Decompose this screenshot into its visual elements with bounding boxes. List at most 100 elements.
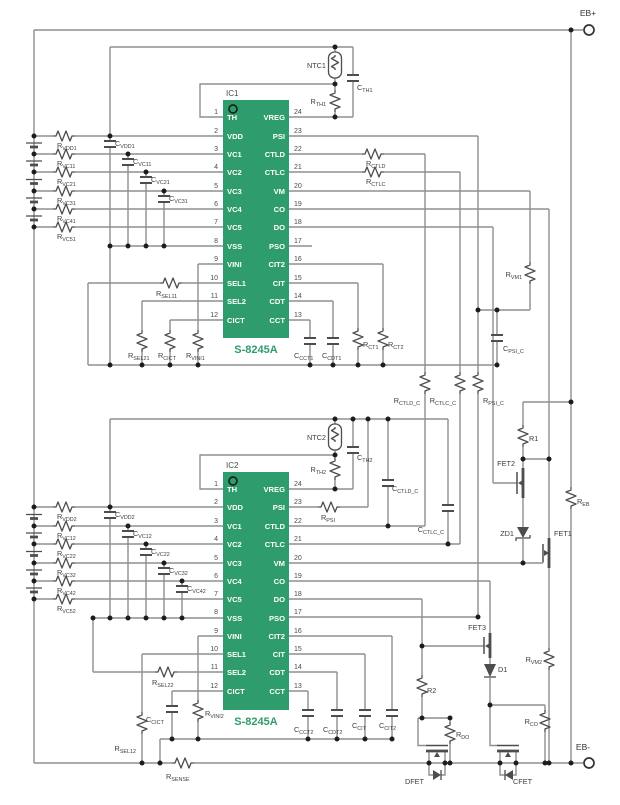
svg-text:CO: CO <box>274 577 285 586</box>
svg-text:14: 14 <box>294 664 302 671</box>
svg-text:VM: VM <box>274 559 285 568</box>
svg-text:TH: TH <box>227 113 237 122</box>
label-rvm1: RVM1 <box>506 270 522 281</box>
svg-text:VM: VM <box>274 187 285 196</box>
svg-text:VC4: VC4 <box>227 577 243 586</box>
wires-upper-section <box>34 46 550 617</box>
label-ccct1: CCCT1 <box>294 351 313 362</box>
label-dfet: DFET <box>405 777 425 786</box>
label-r1: R1 <box>529 434 538 443</box>
svg-text:PSI: PSI <box>273 503 285 512</box>
svg-text:DO: DO <box>274 223 285 232</box>
label-cvc32: CVC32 <box>169 566 188 577</box>
svg-text:CIT: CIT <box>273 279 286 288</box>
zener-zd1 <box>515 527 531 541</box>
label-ccdt2: CCDT2 <box>323 725 342 736</box>
ntc1-thermistor <box>327 51 343 79</box>
svg-text:15: 15 <box>294 646 302 653</box>
label-cvc11: CVC11 <box>133 157 151 168</box>
label-rsel22: RSEL22 <box>152 678 173 689</box>
label-fet1: FET1 <box>554 529 572 538</box>
svg-text:CICT: CICT <box>227 316 245 325</box>
svg-text:16: 16 <box>294 256 302 263</box>
svg-text:23: 23 <box>294 499 302 506</box>
svg-text:11: 11 <box>211 664 218 671</box>
label-rvc52: RVC52 <box>57 604 76 615</box>
svg-text:VINI: VINI <box>227 632 242 641</box>
ic2-left-pin-numbers: 1 2 3 4 5 6 7 8 9 10 11 12 <box>210 481 218 690</box>
label-rvc22: RVC22 <box>57 549 76 560</box>
resistors-horizontal <box>53 130 384 769</box>
label-rvdd1: RVDD1 <box>57 141 77 152</box>
label-rvc11: RVC11 <box>57 159 75 170</box>
svg-text:VINI: VINI <box>227 260 242 269</box>
wires-lower-section <box>34 418 544 763</box>
svg-text:SEL1: SEL1 <box>227 279 247 288</box>
label-rvc12: RVC12 <box>57 531 76 542</box>
svg-text:CTLC: CTLC <box>265 540 286 549</box>
label-ntc2: NTC2 <box>307 433 326 442</box>
eb-plus-terminal <box>583 24 595 36</box>
svg-text:6: 6 <box>214 573 218 580</box>
svg-text:24: 24 <box>294 481 302 488</box>
label-cvdd1: CVDD1 <box>115 139 135 150</box>
label-rth2: RTH2 <box>311 465 326 476</box>
svg-text:VC5: VC5 <box>227 223 243 232</box>
label-ccdt1: CCDT1 <box>322 351 341 362</box>
label-ccit: CCIT <box>352 721 367 732</box>
eb-minus-terminal <box>583 757 595 769</box>
label-ntc1: NTC1 <box>307 61 326 70</box>
label-rct2: RCT2 <box>388 340 403 351</box>
fet2-pch <box>516 468 525 498</box>
fet3-pch <box>483 633 492 658</box>
svg-text:18: 18 <box>294 591 302 598</box>
svg-text:CDT: CDT <box>269 297 285 306</box>
junction-dots <box>31 27 574 766</box>
ic1-ref: IC1 <box>226 89 239 98</box>
svg-text:CIT2: CIT2 <box>269 260 285 269</box>
wires-right-control <box>417 401 571 776</box>
svg-text:2: 2 <box>214 499 218 506</box>
label-rpsi: RPSI <box>321 513 335 524</box>
svg-text:8: 8 <box>214 238 218 245</box>
svg-text:VC2: VC2 <box>227 168 242 177</box>
wire-rails <box>33 29 583 764</box>
label-ccict: CCICT <box>146 715 165 726</box>
svg-text:7: 7 <box>214 591 218 598</box>
label-rvm2: RVM2 <box>526 655 542 666</box>
label-rctld-c: RCTLD_C <box>394 396 420 407</box>
svg-text:TH: TH <box>227 485 237 494</box>
label-rvini2: RVINI2 <box>205 709 224 720</box>
label-rctld: RCTLD <box>366 159 385 170</box>
svg-text:VC5: VC5 <box>227 595 243 604</box>
svg-text:1: 1 <box>214 109 218 116</box>
svg-text:22: 22 <box>294 146 302 153</box>
label-rsel12: RSEL12 <box>115 744 136 755</box>
ic1-part-number: S-8245A <box>234 344 277 356</box>
label-rsel21: RSEL21 <box>128 351 149 362</box>
label-rvdd2: RVDD2 <box>57 512 77 523</box>
svg-text:23: 23 <box>294 128 302 135</box>
svg-text:PSO: PSO <box>269 242 285 251</box>
ic2-ref: IC2 <box>226 461 239 470</box>
label-cth2: CTH2 <box>357 453 372 464</box>
label-rdo: RDO <box>456 730 469 741</box>
svg-text:CCT: CCT <box>269 316 285 325</box>
svg-text:9: 9 <box>214 628 218 635</box>
ic1: IC1 S-8245A TH VDD VC1 VC2 VC3 VC4 VC5 V… <box>210 89 302 356</box>
label-rvini1: RVINI1 <box>186 351 205 362</box>
label-rsense: RSENSE <box>166 772 190 783</box>
svg-text:3: 3 <box>214 146 218 153</box>
svg-text:3: 3 <box>214 518 218 525</box>
svg-text:2: 2 <box>214 128 218 135</box>
svg-text:VDD: VDD <box>227 503 244 512</box>
svg-text:VC4: VC4 <box>227 205 243 214</box>
label-cvc21: CVC21 <box>151 175 170 186</box>
label-rctlc-c: RCTLC_C <box>430 396 456 407</box>
label-d1: D1 <box>498 665 507 674</box>
svg-text:12: 12 <box>210 683 218 690</box>
diode-d1 <box>484 664 496 678</box>
svg-text:SEL1: SEL1 <box>227 650 247 659</box>
label-cfet: CFET <box>513 777 533 786</box>
